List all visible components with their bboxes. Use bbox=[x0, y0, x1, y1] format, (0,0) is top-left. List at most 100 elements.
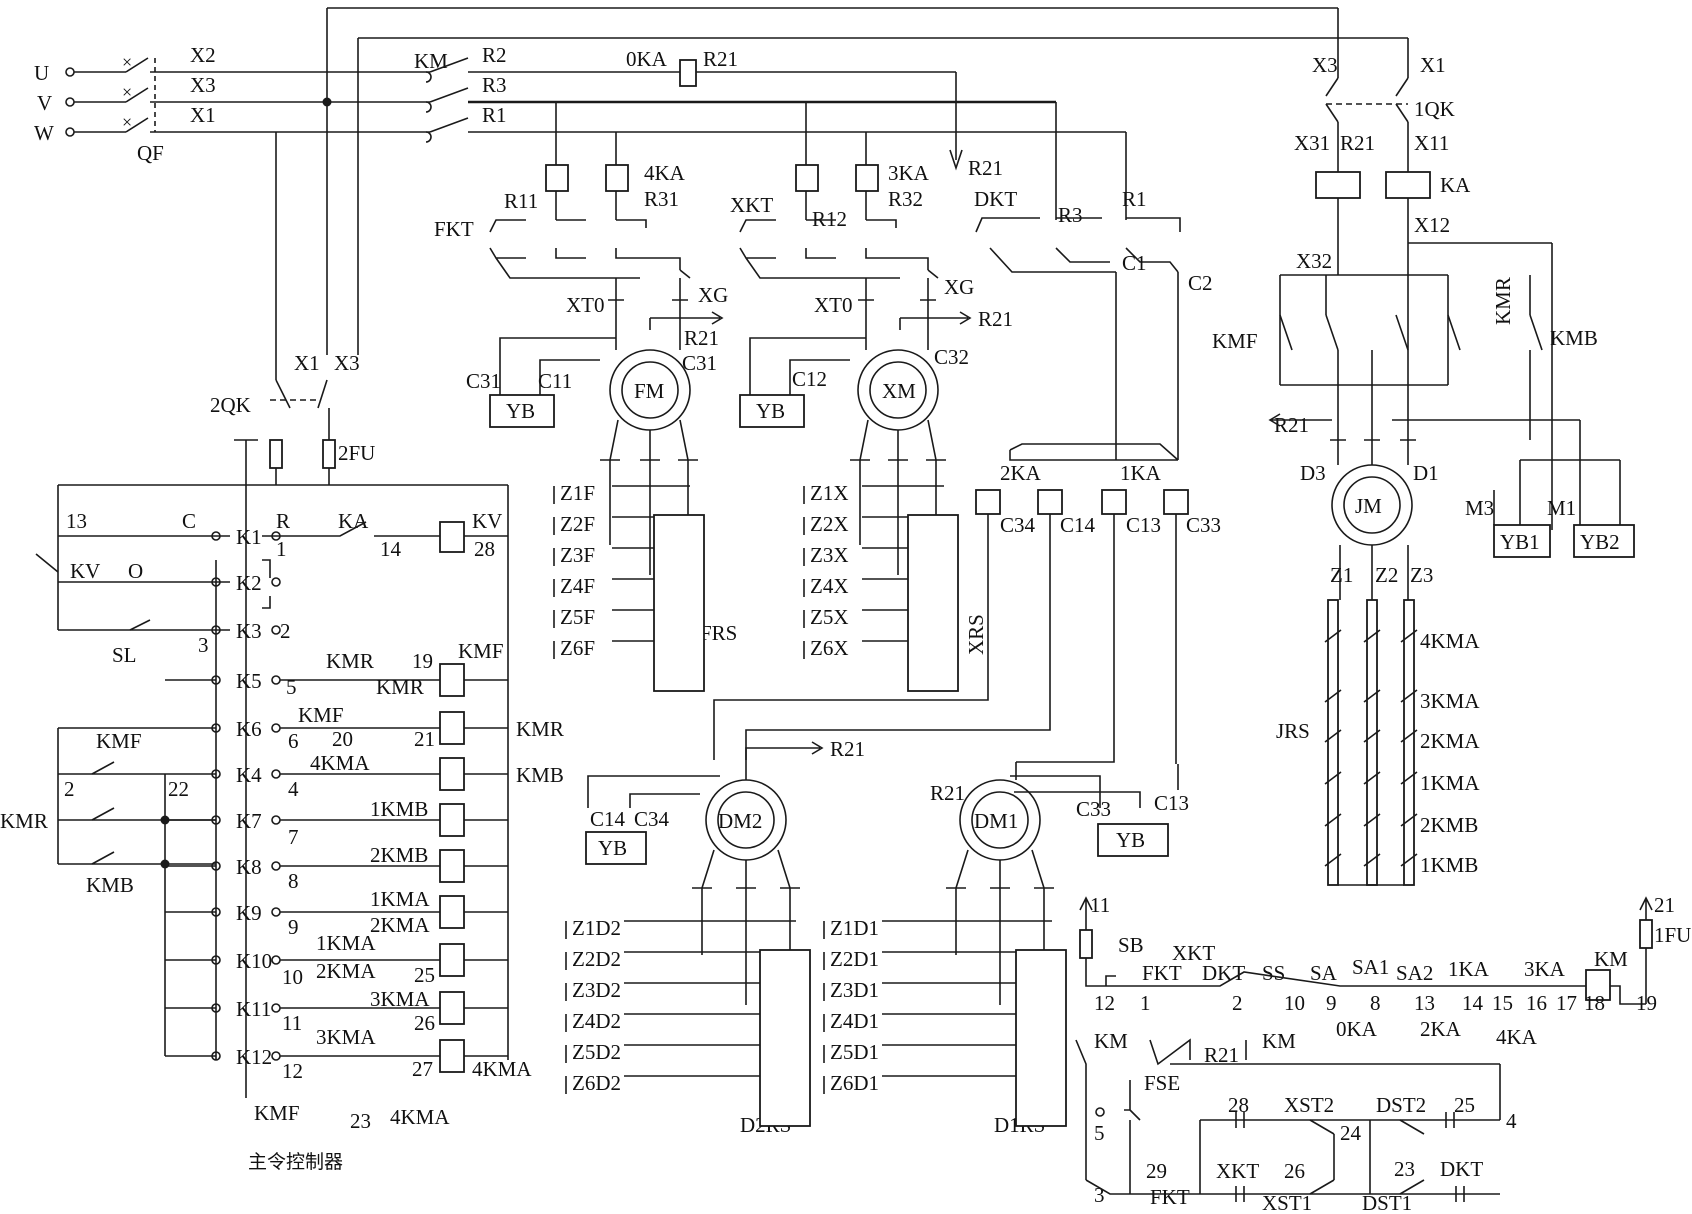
controller-coil-rows: KMR 19 KMF KMR 5 KMF 6 20 21 KMR 4KMA KM… bbox=[254, 639, 564, 1133]
r21-arrow-label: R21 bbox=[968, 156, 1003, 180]
c2-label: C2 bbox=[1188, 271, 1213, 295]
kmr-coil-label: KMR bbox=[516, 717, 564, 741]
kmr-contact-label: KMR bbox=[1491, 277, 1515, 325]
ka3-s-label: 3KA bbox=[1524, 957, 1566, 981]
xm-c32-label: C32 bbox=[934, 345, 969, 369]
n3-s-label: 3 bbox=[1094, 1183, 1105, 1207]
kv-label: KV bbox=[70, 559, 100, 583]
controller-step-k4: K4 bbox=[236, 763, 262, 787]
kmb1-label: 1KMB bbox=[370, 797, 428, 821]
d1-label: D1 bbox=[1413, 461, 1439, 485]
n1-label: 1 bbox=[276, 537, 287, 561]
fm-tap-6: Z6F bbox=[560, 636, 595, 660]
safety-node-2: 2 bbox=[1232, 991, 1243, 1015]
n25-label: 25 bbox=[414, 963, 435, 987]
km3-s-label: KM bbox=[1262, 1029, 1296, 1053]
coil-1ka-label: 1KA bbox=[1120, 461, 1162, 485]
xm-xt0-label: XT0 bbox=[814, 293, 853, 317]
fm-tap-1: Z1F bbox=[560, 481, 595, 505]
dst2-label: DST2 bbox=[1376, 1093, 1426, 1117]
xm-r21-label: R21 bbox=[978, 307, 1013, 331]
dm1-motor-label: DM1 bbox=[974, 809, 1018, 833]
dm1-c33-label: C33 bbox=[1076, 797, 1111, 821]
xst2-label: XST2 bbox=[1284, 1093, 1334, 1117]
r2-label: R2 bbox=[482, 43, 507, 67]
n13-label: 13 bbox=[66, 509, 87, 533]
n23-label: 23 bbox=[350, 1109, 371, 1133]
kmf-coil-label: KMF bbox=[458, 639, 504, 663]
controller-step-k6: K6 bbox=[236, 717, 262, 741]
fm-c31b-label: C31 bbox=[466, 369, 501, 393]
c33-label: C33 bbox=[1186, 513, 1221, 537]
frs-label: FRS bbox=[700, 621, 737, 645]
xm-tap-5: Z5X bbox=[810, 605, 849, 629]
main-contactor-km: KM R2 R3 R1 0KA R21 R21 bbox=[414, 43, 1127, 220]
fu-s-label: 1FU bbox=[1654, 923, 1691, 947]
n23-s-label: 23 bbox=[1394, 1157, 1415, 1181]
jrs-label: JRS bbox=[1276, 719, 1310, 743]
dm1-tap-4: Z4D1 bbox=[830, 1009, 879, 1033]
n28-s-label: 28 bbox=[1228, 1093, 1249, 1117]
n2l-label: 2 bbox=[64, 777, 75, 801]
kma2-label: 2KMA bbox=[370, 913, 430, 937]
n26-s-label: 26 bbox=[1284, 1159, 1305, 1183]
n19-label: 19 bbox=[412, 649, 433, 673]
kmf-b-label: KMF bbox=[254, 1101, 300, 1125]
controller-step-k3: K3 bbox=[236, 619, 262, 643]
c14-label: C14 bbox=[1060, 513, 1096, 537]
ctrl-2qk-label: 2QK bbox=[210, 393, 251, 417]
dm2-tap-3: Z3D2 bbox=[572, 978, 621, 1002]
n26-label: 26 bbox=[414, 1011, 435, 1035]
ka2-s-label: 2KA bbox=[1420, 1017, 1462, 1041]
n21-label: 21 bbox=[414, 727, 435, 751]
dm2-c34-label: C34 bbox=[634, 807, 670, 831]
controller-step-k2: K2 bbox=[236, 571, 262, 595]
controller-step-k8: K8 bbox=[236, 855, 262, 879]
n5-s-label: 5 bbox=[1094, 1121, 1105, 1145]
xkt-label: XKT bbox=[730, 193, 773, 217]
n12-label: 12 bbox=[282, 1059, 303, 1083]
dm2-c14-label: C14 bbox=[590, 807, 626, 831]
controller-step-k7: K7 bbox=[236, 809, 262, 833]
dm2-motor-label: DM2 bbox=[718, 809, 762, 833]
dm1-tap-6: Z6D1 bbox=[830, 1071, 879, 1095]
fm-tap-2: Z2F bbox=[560, 512, 595, 536]
fm-yb-label: YB bbox=[506, 399, 535, 423]
safety-node-14: 14 bbox=[1462, 991, 1484, 1015]
n20-label: 20 bbox=[332, 727, 353, 751]
n21-s-label: 21 bbox=[1654, 893, 1675, 917]
top-bus bbox=[275, 7, 1409, 380]
safety-n11-label: 11 bbox=[1090, 893, 1110, 917]
kmb-coil-label: KMB bbox=[516, 763, 564, 787]
xm-tap-1: Z1X bbox=[810, 481, 849, 505]
iso-x1-label: X1 bbox=[1420, 53, 1446, 77]
r1-label: R1 bbox=[482, 103, 507, 127]
line-x2-label: X2 bbox=[190, 43, 216, 67]
power-supply: U V W × × × QF X2 X3 X1 bbox=[34, 43, 430, 165]
jm-motor-label: JM bbox=[1355, 494, 1382, 518]
fm-r11-label: R11 bbox=[504, 189, 538, 213]
xm-c12-label: C12 bbox=[792, 367, 827, 391]
kmr-c-label: KMR bbox=[376, 675, 424, 699]
xm-xg-label: XG bbox=[944, 275, 974, 299]
c-label: C bbox=[182, 509, 196, 533]
m3-label: M3 bbox=[1465, 496, 1494, 520]
kmb2-label: 2KMB bbox=[370, 843, 428, 867]
jrs-contact-2kmb: 2KMB bbox=[1420, 813, 1478, 837]
fm-r31-label: R31 bbox=[644, 187, 679, 211]
xkt2-label: XKT bbox=[1216, 1159, 1259, 1183]
c1-label: C1 bbox=[1122, 251, 1147, 275]
m1-label: M1 bbox=[1547, 496, 1576, 520]
kmr-l-label: KMR bbox=[0, 809, 48, 833]
iso-x31-label: X31 bbox=[1294, 131, 1330, 155]
jrs-contact-1kmb: 1KMB bbox=[1420, 853, 1478, 877]
fm-tap-3: Z3F bbox=[560, 543, 595, 567]
safety-node-18: 18 bbox=[1584, 991, 1605, 1015]
kma4c-label: 4KMA bbox=[390, 1105, 450, 1129]
dm1-r21-label: R21 bbox=[930, 781, 965, 805]
r3-label: R3 bbox=[482, 73, 507, 97]
n22-label: 22 bbox=[168, 777, 189, 801]
dm2-group: R21 C14 C34 YB DM2 D2RS bbox=[585, 737, 865, 1137]
n9-label: 9 bbox=[288, 915, 299, 939]
